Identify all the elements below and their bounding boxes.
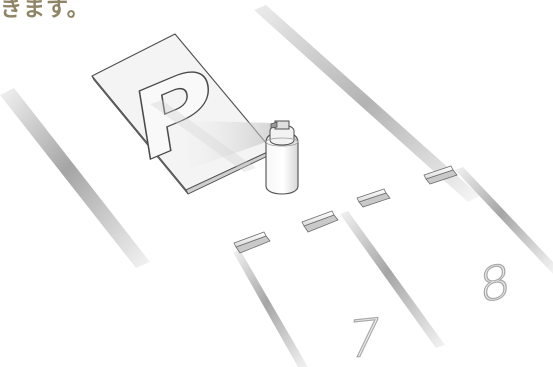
spot-number-8: 8 — [478, 253, 511, 314]
spot-number-7: 7 — [345, 307, 385, 367]
spray-can-icon — [266, 121, 298, 194]
stencil-board-icon: P — [92, 34, 274, 194]
space-line-1 — [233, 250, 308, 367]
parking-bumper-icon — [357, 189, 390, 207]
parking-bumper-icon — [302, 211, 338, 232]
parking-bumper-icon — [234, 232, 270, 253]
